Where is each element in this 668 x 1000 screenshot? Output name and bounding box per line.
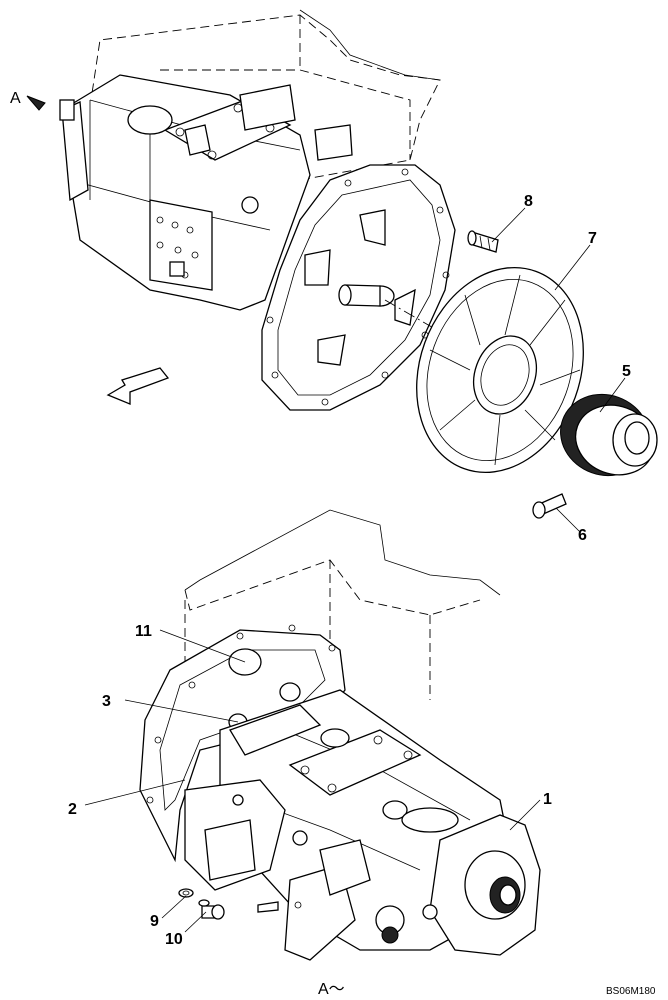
bottom-assembly [139, 509, 541, 961]
callout-8: 8 [524, 193, 533, 210]
callout-5: 5 [622, 363, 631, 380]
washer-9 [178, 888, 194, 898]
callout-3: 3 [102, 693, 111, 710]
view-a-caption: A～ [318, 981, 345, 998]
callout-2: 2 [68, 801, 77, 818]
leader-lines [84, 207, 626, 933]
bolt-6 [532, 493, 567, 519]
callout-7: 7 [588, 230, 597, 247]
callout-11: 11 [135, 623, 152, 640]
callout-1: 1 [543, 791, 552, 808]
callout-layer: 8 7 5 6 11 3 2 1 9 10 [68, 193, 631, 948]
callout-10: 10 [165, 931, 183, 948]
flywheel-housing [261, 164, 456, 411]
top-assembly [26, 9, 658, 519]
direction-arrow [106, 367, 170, 405]
callout-6: 6 [578, 527, 587, 544]
bolt-8 [467, 230, 499, 253]
drawing-code: BS06M180 [606, 986, 656, 997]
bolt-10 [198, 899, 225, 920]
gear-5 [560, 393, 658, 477]
view-a-arrow [26, 95, 46, 111]
callout-9: 9 [150, 913, 159, 930]
coupling-disc-7 [416, 266, 584, 474]
side-valve-block [149, 199, 213, 291]
view-a-marker: A [10, 90, 21, 107]
